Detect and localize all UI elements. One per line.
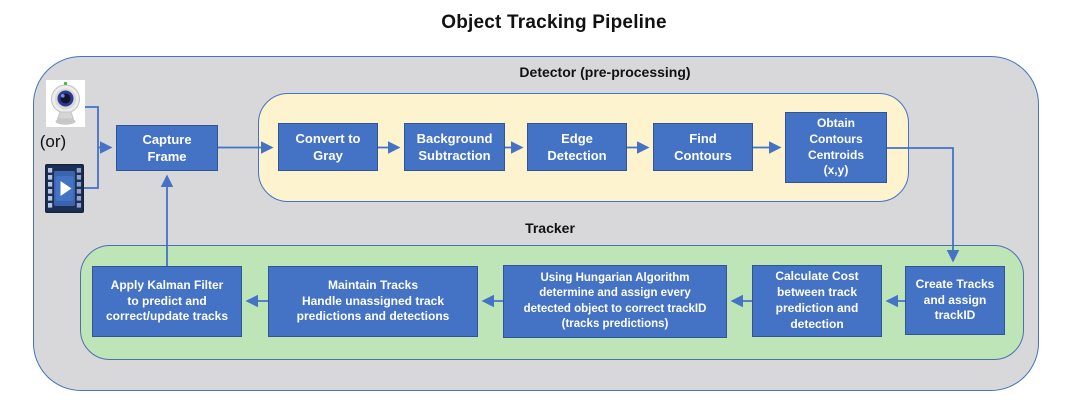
node-maintain-tracks: Maintain Tracks Handle unassigned track … [268,266,478,337]
webcam-icon [46,80,85,127]
or-label: (or) [39,132,67,151]
node-calculate-cost: Calculate Cost between track prediction … [752,265,882,337]
detector-section-label: Detector (pre-processing) [519,64,691,80]
node-create-tracks: Create Tracks and assign trackID [905,266,1005,335]
video-file-icon [45,164,84,213]
node-apply-kalman-filter: Apply Kalman Filter to predict and corre… [92,266,242,337]
node-convert-to-gray: Convert to Gray [278,123,378,171]
node-hungarian-algorithm: Using Hungarian Algorithm determine and … [503,265,727,338]
node-background-subtraction: Background Subtraction [404,123,505,171]
node-edge-detection: Edge Detection [527,123,627,171]
tracker-section-label: Tracker [525,220,575,236]
node-capture-frame: Capture Frame [116,125,218,171]
node-obtain-contours-centroids: Obtain Contours Centroids (x,y) [785,112,887,183]
node-find-contours: Find Contours [653,123,753,171]
page-title: Object Tracking Pipeline [441,12,667,33]
